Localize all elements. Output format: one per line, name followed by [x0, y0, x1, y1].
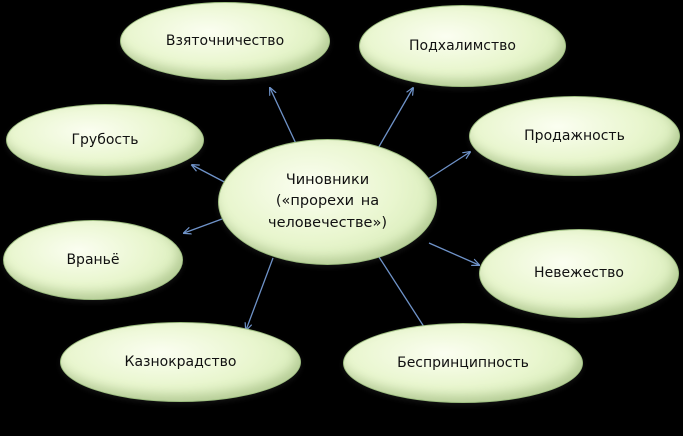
node-podkhalimstvo: Подхалимство — [359, 5, 566, 87]
arrow-to-kaznokradstvo — [246, 257, 274, 330]
arrow-to-besprintsipnost — [378, 256, 428, 333]
arrow-to-nevezhestvo — [428, 242, 479, 265]
node-vzyatochnichestvo: Взяточничество — [120, 2, 330, 80]
center-label: Чиновники («прорехи на человечестве») — [268, 172, 387, 231]
node-label: Взяточничество — [165, 32, 285, 49]
arrow-to-prodazhnost — [427, 152, 470, 180]
node-label: Беспринципность — [397, 354, 529, 371]
node-nevezhestvo: Невежество — [479, 229, 679, 318]
node-label: Грубость — [71, 131, 139, 148]
arrow-to-vzyatochnichestvo — [270, 88, 299, 149]
arrow-to-vranyo — [184, 218, 223, 233]
node-label: Продажность — [524, 127, 625, 144]
node-vranyo: Враньё — [3, 220, 183, 300]
node-center-chinovniki: Чиновники («прорехи на человечестве») — [218, 139, 437, 265]
node-prodazhnost: Продажность — [469, 96, 680, 176]
node-label: Невежество — [534, 265, 624, 282]
node-besprintsipnost: Беспринципность — [343, 323, 583, 403]
node-kaznokradstvo: Казнокрадство — [60, 322, 301, 402]
node-label: Враньё — [66, 251, 120, 268]
node-label: Казнокрадство — [124, 353, 237, 370]
node-label: Подхалимство — [409, 37, 516, 54]
node-grubost: Грубость — [6, 104, 204, 176]
